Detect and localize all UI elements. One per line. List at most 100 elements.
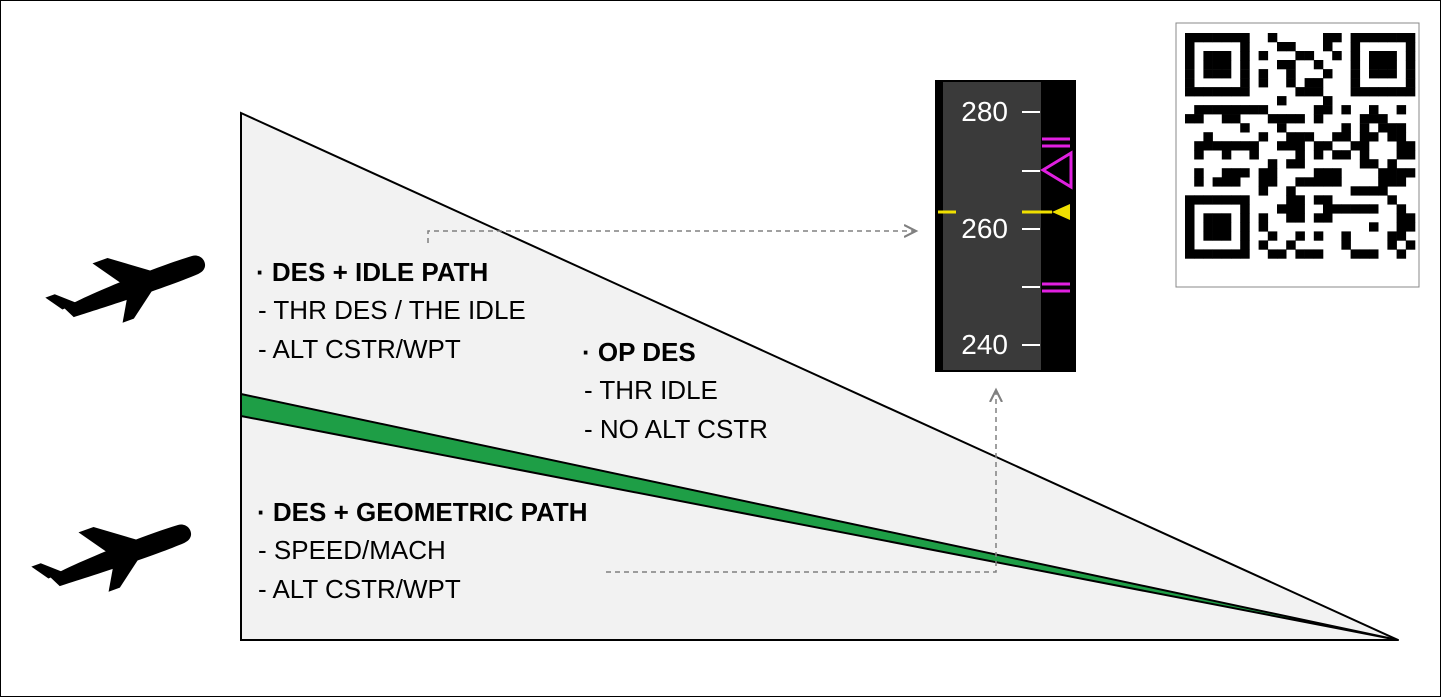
qr-module xyxy=(1221,195,1232,205)
qr-module xyxy=(1378,60,1388,70)
qr-module xyxy=(1258,240,1269,250)
qr-module xyxy=(1258,222,1269,232)
qr-module xyxy=(1240,78,1250,88)
qr-module xyxy=(1323,204,1333,214)
descent-profile-triangle xyxy=(240,111,1399,641)
pfd-speed-tape: 280 260 240 xyxy=(935,80,1076,372)
qr-module xyxy=(1350,60,1361,70)
qr-module xyxy=(1258,78,1269,88)
qr-module xyxy=(1387,177,1397,187)
qr-module xyxy=(1231,195,1241,205)
qr-module xyxy=(1313,78,1324,88)
op-des-line-2: - NO ALT CSTR xyxy=(584,414,768,444)
qr-module xyxy=(1258,132,1269,142)
qr-module xyxy=(1369,114,1379,124)
speed-target-triangle-icon xyxy=(1040,150,1073,190)
qr-module xyxy=(1313,195,1324,205)
qr-module xyxy=(1203,195,1213,205)
qr-module xyxy=(1194,33,1204,43)
qr-module xyxy=(1231,105,1241,115)
qr-module xyxy=(1369,51,1379,61)
qr-module xyxy=(1313,249,1324,259)
qr-module xyxy=(1405,87,1416,97)
qr-module xyxy=(1350,204,1361,214)
qr-module xyxy=(1203,51,1213,61)
qr-module xyxy=(1221,150,1232,160)
qr-module xyxy=(1396,222,1407,232)
qr-module xyxy=(1231,87,1241,97)
qr-module xyxy=(1212,33,1223,43)
qr-module xyxy=(1313,141,1324,151)
qr-module xyxy=(1185,69,1195,79)
idle-path-title: · DES + IDLE PATH xyxy=(256,257,489,287)
qr-module xyxy=(1203,231,1213,241)
qr-module xyxy=(1378,33,1388,43)
qr-module xyxy=(1221,213,1232,223)
qr-module xyxy=(1359,141,1370,151)
qr-module xyxy=(1359,186,1370,196)
qr-module xyxy=(1194,150,1204,160)
qr-module xyxy=(1295,231,1305,241)
qr-module xyxy=(1359,114,1370,124)
geometric-path-arrow xyxy=(606,390,996,573)
qr-module xyxy=(1194,141,1204,151)
qr-module xyxy=(1258,105,1269,115)
qr-module xyxy=(1359,249,1370,259)
qr-module xyxy=(1341,123,1351,133)
qr-module xyxy=(1313,105,1324,115)
qr-module xyxy=(1323,141,1333,151)
qr-module xyxy=(1369,204,1379,214)
qr-module xyxy=(1295,87,1305,97)
qr-module xyxy=(1396,123,1407,133)
qr-module xyxy=(1221,51,1232,61)
qr-module xyxy=(1369,222,1379,232)
qr-module xyxy=(1185,42,1195,52)
qr-module xyxy=(1221,69,1232,79)
qr-module xyxy=(1323,33,1333,43)
qr-module xyxy=(1221,177,1232,187)
qr-module xyxy=(1378,87,1388,97)
qr-module xyxy=(1341,132,1351,142)
qr-module xyxy=(1304,132,1315,142)
qr-module xyxy=(1267,177,1278,187)
qr-module xyxy=(1240,87,1250,97)
qr-module xyxy=(1212,69,1223,79)
qr-module xyxy=(1341,150,1351,160)
qr-module xyxy=(1231,114,1241,124)
qr-module xyxy=(1212,87,1223,97)
idle-path-line-2: - ALT CSTR/WPT xyxy=(258,334,461,364)
qr-module xyxy=(1203,213,1213,223)
qr-module xyxy=(1405,150,1416,160)
qr-module xyxy=(1212,195,1223,205)
op-des-line-1: - THR IDLE xyxy=(584,375,718,405)
qr-module xyxy=(1203,249,1213,259)
qr-module xyxy=(1350,42,1361,52)
qr-module xyxy=(1396,33,1407,43)
qr-module xyxy=(1194,87,1204,97)
qr-module xyxy=(1203,60,1213,70)
qr-module xyxy=(1369,159,1379,169)
upper-speed-limit-marks xyxy=(1042,137,1070,148)
qr-module xyxy=(1295,132,1305,142)
qr-module xyxy=(1323,195,1333,205)
qr-module xyxy=(1350,141,1361,151)
qr-module xyxy=(1277,249,1287,259)
qr-module xyxy=(1350,33,1361,43)
qr-module xyxy=(1240,33,1250,43)
qr-module xyxy=(1258,168,1269,178)
qr-module xyxy=(1369,105,1379,115)
qr-module xyxy=(1277,204,1287,214)
qr-module xyxy=(1240,42,1250,52)
qr-module xyxy=(1277,114,1287,124)
qr-module xyxy=(1341,240,1351,250)
qr-module xyxy=(1396,177,1407,187)
qr-module xyxy=(1185,60,1195,70)
qr-module xyxy=(1221,231,1232,241)
qr-module xyxy=(1387,195,1397,205)
qr-module xyxy=(1350,249,1361,259)
qr-module xyxy=(1212,231,1223,241)
qr-module xyxy=(1387,51,1397,61)
qr-module xyxy=(1396,132,1407,142)
qr-module xyxy=(1378,51,1388,61)
qr-module xyxy=(1286,195,1296,205)
